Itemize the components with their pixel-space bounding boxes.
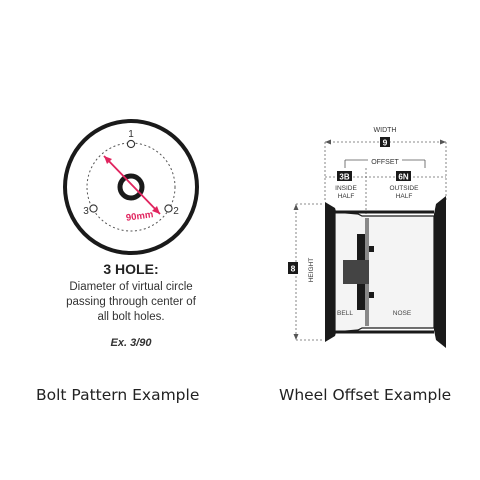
- offset-label: OFFSET: [371, 159, 399, 166]
- bolt-description-line: passing through center of: [66, 296, 197, 308]
- bell-label: BELL: [337, 310, 353, 317]
- bolt-hole-3: [89, 204, 98, 213]
- width-value-box: [380, 137, 390, 147]
- inside-label: HALF: [338, 193, 355, 200]
- bolt-hole-2: [164, 204, 173, 213]
- outside-label: OUTSIDE: [390, 185, 420, 192]
- bolt-description-line: Diameter of virtual circle: [69, 281, 192, 293]
- arrowhead-icon: [152, 206, 160, 214]
- wheel-offset-diagram: WIDTH 9 OFFSET 3B 6N INSIDE HALF OUTSIDE…: [288, 127, 447, 348]
- bolt-hole-2-label: 2: [173, 206, 179, 217]
- inside-label: INSIDE: [335, 185, 357, 192]
- outside-label: HALF: [396, 193, 413, 200]
- nose-label: NOSE: [393, 310, 412, 317]
- arrowhead-icon: [325, 139, 331, 145]
- bolt-pattern-diagram: 1 2 3 90mm 3 HOLE: Diameter of virtual c…: [63, 119, 199, 349]
- arrowhead-icon: [293, 204, 299, 210]
- outside-value: 6N: [398, 173, 408, 182]
- width-label: WIDTH: [374, 127, 397, 134]
- outside-value-box: [396, 171, 411, 181]
- height-value-box: [288, 262, 298, 274]
- bolt-hole-1-label: 1: [128, 129, 134, 140]
- height-value: 8: [291, 264, 296, 274]
- width-value: 9: [383, 138, 388, 148]
- bolt-hole-1: [126, 139, 136, 149]
- arrowhead-icon: [104, 156, 112, 164]
- inside-value: 3B: [339, 173, 349, 182]
- arrowhead-icon: [440, 139, 446, 145]
- height-label: HEIGHT: [308, 258, 315, 283]
- arrowhead-icon: [293, 334, 299, 340]
- bolt-description-line: all bolt holes.: [97, 311, 164, 323]
- wheel-offset-caption: Wheel Offset Example: [279, 386, 452, 404]
- center-hole: [117, 173, 145, 201]
- bolt-example: Ex. 3/90: [111, 337, 153, 349]
- hub: [343, 260, 369, 284]
- bolt-hole-3-label: 3: [83, 206, 89, 217]
- bolt-heading: 3 HOLE:: [103, 261, 158, 277]
- bolt-pattern-caption: Bolt Pattern Example: [36, 386, 200, 404]
- diameter-arrow: [103, 155, 161, 215]
- bolt: [369, 292, 374, 298]
- outer-flange: [434, 196, 446, 348]
- bolt: [369, 246, 374, 252]
- inside-value-box: [337, 171, 352, 181]
- diameter-label: 90mm: [125, 209, 154, 224]
